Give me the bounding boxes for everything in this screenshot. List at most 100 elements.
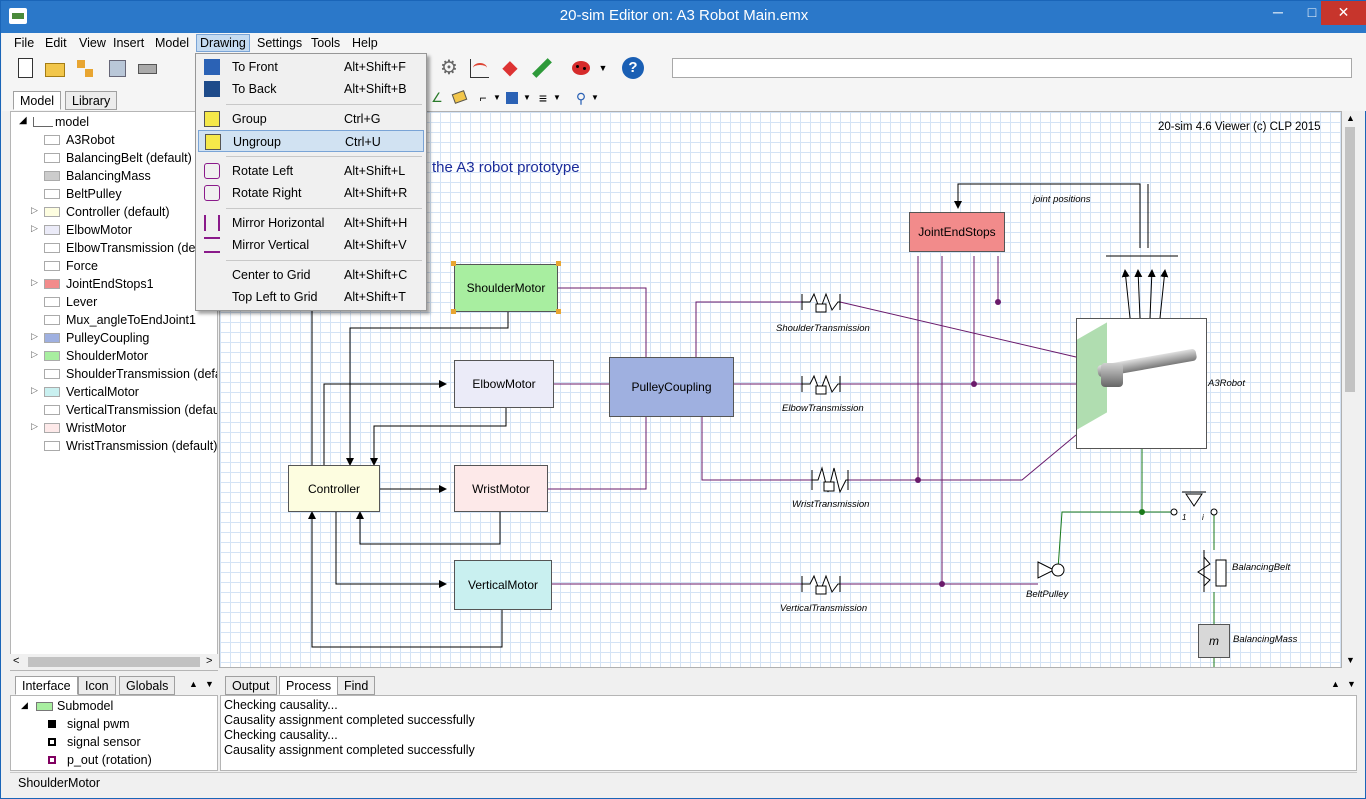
ladybug-icon[interactable] [570, 57, 592, 79]
pen-icon[interactable] [530, 57, 552, 79]
new-file-icon[interactable] [14, 57, 36, 79]
tree-item[interactable]: ▷VerticalMotor [11, 383, 217, 401]
scroll-down-icon[interactable]: ▼ [1346, 655, 1355, 665]
pulley-coupling-block[interactable]: PulleyCoupling [609, 357, 734, 417]
tree-item[interactable]: ▷PulleyCoupling [11, 329, 217, 347]
tab-interface[interactable]: Interface [15, 676, 78, 695]
tree-item[interactable]: ShoulderTransmission (default) [11, 365, 217, 383]
vertical-motor-block[interactable]: VerticalMotor [454, 560, 552, 610]
menu-item-ungroup[interactable]: Ungroup Ctrl+U [198, 130, 424, 152]
tab-library[interactable]: Library [65, 91, 118, 110]
minimize-button[interactable]: ─ [1273, 4, 1283, 20]
panel-down-icon[interactable]: ▼ [1347, 679, 1356, 689]
tab-output[interactable]: Output [225, 676, 277, 695]
menu-settings[interactable]: Settings [257, 36, 303, 50]
canvas-vertical-scrollbar[interactable]: ▲ ▼ [1342, 111, 1358, 668]
menu-tools[interactable]: Tools [311, 36, 341, 50]
expand-icon[interactable]: ▷ [31, 223, 38, 233]
menu-file[interactable]: File [14, 36, 35, 50]
a3robot-block[interactable] [1076, 318, 1207, 449]
menu-help[interactable]: Help [352, 36, 378, 50]
tree-item[interactable]: WristTransmission (default) [11, 437, 217, 455]
expand-icon[interactable]: ▷ [31, 277, 38, 287]
tree-item[interactable]: VerticalTransmission (default) [11, 401, 217, 419]
zoom-icon[interactable]: ⚲ [575, 90, 587, 106]
expand-icon[interactable]: ▷ [31, 385, 38, 395]
selection-handle[interactable] [451, 309, 456, 314]
collapse-icon[interactable]: ◢ [21, 700, 28, 710]
close-button[interactable]: ✕ [1321, 1, 1366, 25]
zoom-dropdown-icon[interactable]: ▼ [591, 93, 599, 102]
menu-model[interactable]: Model [155, 36, 190, 50]
dropdown-arrow-icon[interactable]: ▼ [598, 63, 608, 73]
menu-item-top-left-to-grid[interactable]: Top Left to Grid Alt+Shift+T [232, 290, 406, 304]
selection-handle[interactable] [451, 261, 456, 266]
tab-find[interactable]: Find [337, 676, 376, 695]
menu-drawing[interactable]: Drawing [196, 34, 250, 52]
tree-item[interactable]: ▷JointEndStops1 [11, 275, 217, 293]
menu-item-center-to-grid[interactable]: Center to Grid Alt+Shift+C [232, 268, 408, 282]
tree-item[interactable]: ▷ShoulderMotor [11, 347, 217, 365]
align-dropdown-icon[interactable]: ▼ [523, 93, 531, 102]
expand-icon[interactable]: ▷ [31, 331, 38, 341]
menu-item-to-front[interactable]: To Front Alt+Shift+F [198, 56, 424, 78]
elbow-motor-block[interactable]: ElbowMotor [454, 360, 554, 408]
scroll-up-icon[interactable]: ▲ [1346, 113, 1355, 123]
shoulder-motor-block[interactable]: ShoulderMotor [454, 264, 558, 312]
tab-model[interactable]: Model [13, 91, 62, 110]
tab-process[interactable]: Process [279, 676, 339, 695]
align-icon[interactable] [502, 87, 524, 109]
controller-block[interactable]: Controller [288, 465, 380, 512]
app-icon[interactable] [9, 8, 27, 24]
selection-handle[interactable] [556, 261, 561, 266]
hierarchy-icon[interactable] [74, 57, 96, 79]
tree-item[interactable]: BalancingMass [11, 167, 217, 185]
tree-item[interactable]: ▷ElbowMotor [11, 221, 217, 239]
line-style-icon[interactable]: ≡ [538, 90, 548, 106]
command-input[interactable] [672, 58, 1352, 78]
open-folder-icon[interactable] [44, 57, 66, 79]
scroll-thumb[interactable] [28, 657, 200, 667]
panel-down-icon[interactable]: ▼ [205, 679, 214, 689]
menu-edit[interactable]: Edit [45, 36, 67, 50]
tab-icon[interactable]: Icon [78, 676, 116, 695]
joint-end-stops-block[interactable]: JointEndStops [909, 212, 1005, 252]
gear-icon[interactable]: ⚙ [440, 57, 458, 79]
menu-item-rotate-right[interactable]: Rotate Right Alt+Shift+R [198, 182, 424, 204]
scroll-left-icon[interactable]: < [13, 655, 20, 667]
fill-color-icon[interactable] [449, 87, 471, 109]
connector-dropdown-icon[interactable]: ▼ [493, 93, 501, 102]
tab-globals[interactable]: Globals [119, 676, 176, 695]
tree-item[interactable]: A3Robot [11, 131, 217, 149]
line-color-icon[interactable]: ∠ [431, 90, 443, 105]
up-down-arrows-icon[interactable]: ◆ [502, 57, 518, 79]
menu-item-mirror-vertical[interactable]: Mirror Vertical Alt+Shift+V [198, 234, 424, 256]
selection-handle[interactable] [556, 309, 561, 314]
wrist-motor-block[interactable]: WristMotor [454, 465, 548, 512]
balancing-mass-block[interactable]: m [1198, 624, 1230, 658]
menu-insert[interactable]: Insert [113, 36, 145, 50]
menu-item-rotate-left[interactable]: Rotate Left Alt+Shift+L [198, 160, 424, 182]
maximize-button[interactable]: □ [1307, 4, 1317, 20]
scroll-thumb[interactable] [1345, 127, 1355, 392]
line-style-dropdown-icon[interactable]: ▼ [553, 93, 561, 102]
expand-icon[interactable]: ▷ [31, 421, 38, 431]
menu-item-to-back[interactable]: To Back Alt+Shift+B [198, 78, 424, 100]
collapse-icon[interactable]: ◢ [19, 115, 27, 126]
tree-item[interactable]: ElbowTransmission (default) [11, 239, 217, 257]
tree-item[interactable]: ▷Controller (default) [11, 203, 217, 221]
menu-item-mirror-horizontal[interactable]: Mirror Horizontal Alt+Shift+H [198, 212, 424, 234]
tree-item[interactable]: BeltPulley [11, 185, 217, 203]
panel-up-icon[interactable]: ▲ [189, 679, 198, 689]
tree-item[interactable]: ▷WristMotor [11, 419, 217, 437]
panel-up-icon[interactable]: ▲ [1331, 679, 1340, 689]
expand-icon[interactable]: ▷ [31, 349, 38, 359]
scroll-right-icon[interactable]: > [206, 655, 213, 667]
tree-item[interactable]: Mux_angleToEndJoint1 [11, 311, 217, 329]
tree-item[interactable]: BalancingBelt (default) [11, 149, 217, 167]
connector-icon[interactable]: ⌐ [479, 91, 487, 105]
print-icon[interactable] [136, 57, 158, 79]
expand-icon[interactable]: ▷ [31, 205, 38, 215]
tree-item[interactable]: Force [11, 257, 217, 275]
menu-view[interactable]: View [79, 36, 106, 50]
